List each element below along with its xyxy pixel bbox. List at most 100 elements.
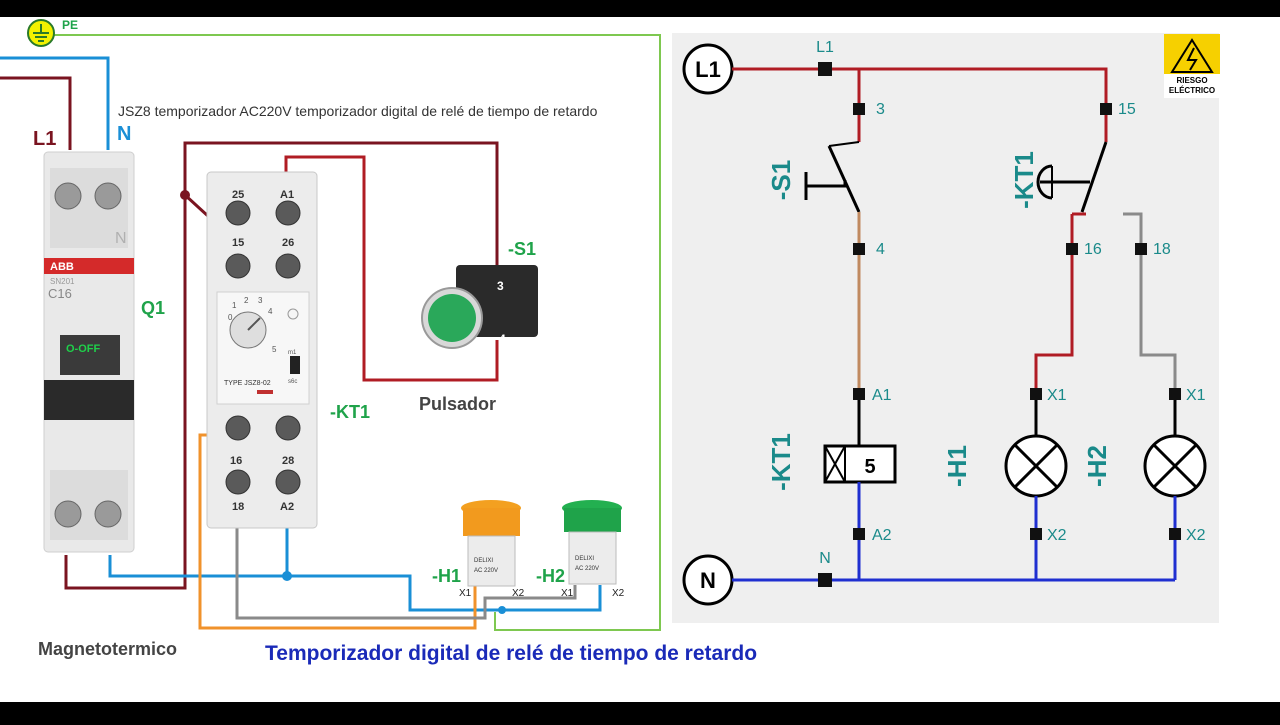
lamp-h2-terminal-x2: X2 <box>612 588 625 599</box>
breaker-switch-label: O-OFF <box>66 343 100 355</box>
lamp-h1-terminal-x1: X1 <box>459 588 472 599</box>
s1-label: -S1 <box>766 160 796 200</box>
switch-mark-m1: m1 <box>288 350 297 356</box>
lamp-junction <box>498 606 506 614</box>
screw-a1 <box>275 200 301 226</box>
pushbutton-terminal-3: 3 <box>497 279 504 293</box>
l1-symbol: L1 <box>695 57 721 82</box>
breaker-toggle[interactable] <box>60 335 120 375</box>
breaker-screw-out-l1 <box>54 500 82 528</box>
l1-to-pushbutton-wire <box>183 141 499 280</box>
kt1-delay-icon <box>1036 164 1053 200</box>
l1-node <box>818 62 832 76</box>
breaker-screw-l1 <box>54 182 82 210</box>
dial-mark-1: 1 <box>232 301 237 310</box>
timer-label: -KT1 <box>330 402 370 422</box>
terminal-16: 16 <box>230 455 242 467</box>
l1-label: L1 <box>33 128 56 150</box>
timer-terminal-screws <box>225 200 301 495</box>
screw-26 <box>275 253 301 279</box>
terminal-18-node <box>1135 243 1147 255</box>
ground-symbol-icon <box>33 24 49 42</box>
18-to-h2-wire-schem <box>1123 212 1177 395</box>
lamp-h1-terminal-x2: X2 <box>512 588 525 599</box>
h2-x2-node <box>1169 528 1181 540</box>
coil-kt1-label: -KT1 <box>766 433 796 491</box>
lamp-h2-brand: DELIXI <box>575 556 594 562</box>
timer-indicator <box>257 390 273 394</box>
terminal-4-label: 4 <box>876 241 885 258</box>
s1-actuator-icon <box>806 180 847 188</box>
h2-x1-node <box>1169 388 1181 400</box>
terminal-16-label: 16 <box>1084 241 1102 258</box>
terminal-28: 28 <box>282 455 294 467</box>
screw-28 <box>275 415 301 441</box>
lamp-h2-lens-icon <box>564 508 621 532</box>
s1-contact-blade <box>827 145 861 213</box>
dial-mark-2: 2 <box>244 296 249 305</box>
lightning-icon <box>1186 47 1198 71</box>
screw-a2 <box>275 469 301 495</box>
breaker-screw-n <box>94 182 122 210</box>
dial-mark-0: 0 <box>228 313 233 322</box>
h2-x2-label: X2 <box>1186 527 1206 544</box>
schematic-panel <box>672 33 1219 623</box>
screw-16 <box>225 415 251 441</box>
lamp-h2-label: -H2 <box>536 566 565 586</box>
h1-cross-b <box>1013 443 1059 489</box>
warning-triangle-icon <box>1170 38 1214 73</box>
18-to-h2-wire <box>235 510 577 620</box>
lamp-h1-label: -H1 <box>432 566 461 586</box>
warning-text-bg <box>1164 74 1220 98</box>
terminal-15-label: 15 <box>1118 101 1136 118</box>
dial-mark-4: 4 <box>268 307 273 316</box>
bottom-title: Temporizador digital de relé de tiempo d… <box>265 642 757 665</box>
terminal-16-node <box>1066 243 1078 255</box>
breaker-n-mark: N <box>115 230 127 247</box>
pe-wire <box>40 34 661 631</box>
l1-load-wire <box>64 195 187 590</box>
terminal-3-label: 3 <box>876 101 885 118</box>
pushbutton-s1 <box>421 265 538 349</box>
breaker-q1: N ABB SN201 C16 O-OFF <box>43 151 135 553</box>
dial-mark-3: 3 <box>258 296 263 305</box>
pushbutton-terminal-4: 4 <box>499 332 506 346</box>
breaker-caption: Magnetotermico <box>38 639 177 659</box>
16-to-h1-wire-schem <box>1034 214 1074 395</box>
a1-to-pushbutton-wire <box>284 155 499 382</box>
kt1-contact-label: -KT1 <box>1009 151 1039 209</box>
lamp-h1-brand: DELIXI <box>474 558 493 564</box>
n-node <box>818 573 832 587</box>
h1-label: -H1 <box>942 445 972 487</box>
n-junction <box>282 571 292 581</box>
coil-cross-b <box>824 445 846 483</box>
terminal-18: 18 <box>232 501 244 513</box>
lamp-h1-lens-icon <box>463 508 520 536</box>
timer-led <box>287 308 299 320</box>
switch-mark-s6c: s6c <box>288 379 297 385</box>
h1-x2-label: X2 <box>1047 527 1067 544</box>
pe-label: PE <box>62 18 78 32</box>
dial-mark-5: 5 <box>272 345 277 354</box>
breaker-lever <box>44 380 134 420</box>
breaker-rating: C16 <box>48 286 72 301</box>
lamp-h1 <box>461 500 521 587</box>
lamp-h2-terminal-x1: X1 <box>561 588 574 599</box>
timer-relay-kt1 <box>206 171 318 529</box>
screw-25 <box>225 200 251 226</box>
timer-dial-pointer <box>247 317 261 331</box>
terminal-a2: A2 <box>280 501 294 513</box>
l1-node-label: L1 <box>816 39 834 56</box>
pushbutton-green-icon[interactable] <box>428 294 476 342</box>
breaker-brand: ABB <box>50 261 74 273</box>
warning-text-box: RIESGO ELÉCTRICO <box>1169 76 1215 95</box>
pushbutton-caption: Pulsador <box>419 394 496 414</box>
h2-cross-b <box>1152 443 1198 489</box>
pushbutton-label: -S1 <box>508 239 536 259</box>
breaker-label: Q1 <box>141 298 165 318</box>
timer-mode-switch[interactable] <box>290 356 300 374</box>
terminal-18-label: 18 <box>1153 241 1171 258</box>
schematic-diagram: L1 L1 3 -S1 4 A1 5 -KT1 A2 15 <box>682 34 1220 606</box>
